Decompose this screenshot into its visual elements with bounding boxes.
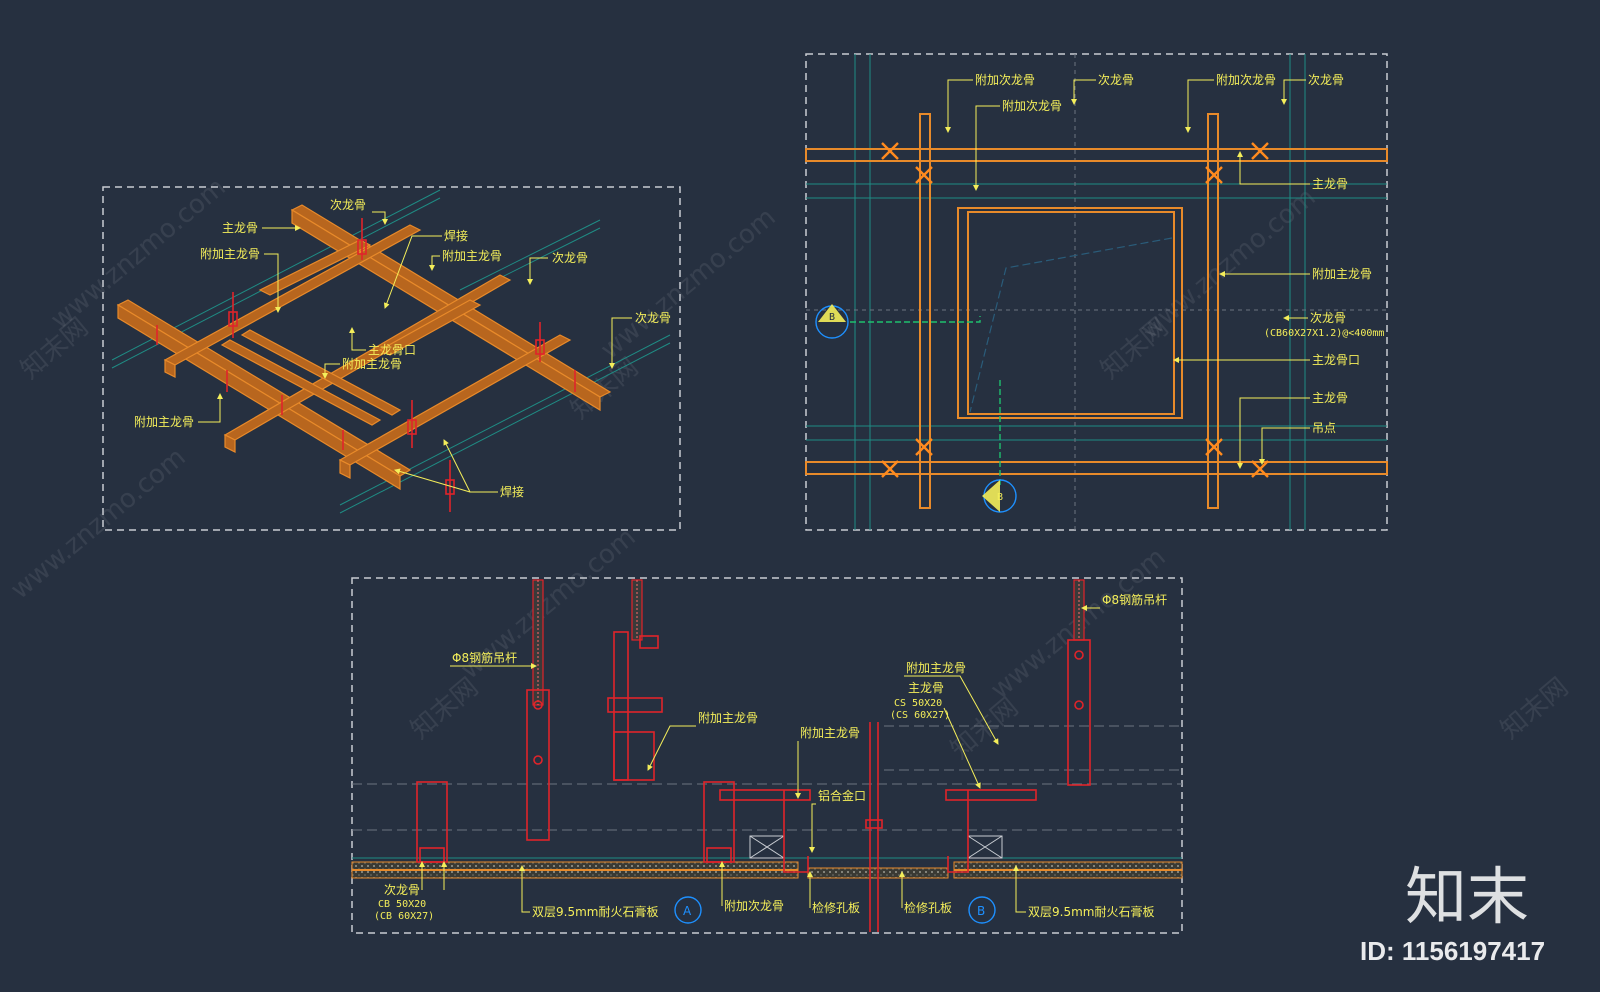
label-fujia-zhu-longgu: 附加主龙骨 <box>200 247 260 261</box>
section-annotations: Φ8钢筋吊杆 Φ8钢筋吊杆 附加主龙骨 附加主龙骨 铝合金口 附加主龙骨 主龙骨… <box>374 592 1167 922</box>
label-ci-longgu-spec: (CB 60X27) <box>374 911 434 922</box>
label-fujia-ci-longgu: 附加次龙骨 <box>1216 73 1276 87</box>
label-fujia-ci-longgu: 附加次龙骨 <box>724 899 784 913</box>
opening-outer <box>957 207 1183 419</box>
plan-annotations: 附加次龙骨 附加次龙骨 次龙骨 附加次龙骨 次龙骨 主龙骨 附加主龙骨 次龙骨 … <box>945 73 1384 469</box>
label-ci-longgu: 次龙骨 <box>552 251 588 265</box>
cross-runner-right <box>1207 113 1219 509</box>
plan-grid <box>806 54 1387 530</box>
watermark-text: 知末网 <box>405 672 484 745</box>
label-ci-longgu: 次龙骨 <box>635 311 671 325</box>
label-fujia-zhu-longgu: 附加主龙骨 <box>342 357 402 371</box>
label-zhu-longgu-kou: 主龙骨口 <box>1312 353 1360 367</box>
label-ci-longgu-spec: CB 50X20 <box>378 899 426 910</box>
label-zhu-longgu-spec: (CS 60X27) <box>890 710 950 721</box>
label-fujia-zhu-longgu: 附加主龙骨 <box>906 661 966 675</box>
main-runner-bottom <box>805 461 1388 475</box>
watermark-text: www.znzmo.com <box>595 202 781 365</box>
main-runner-top <box>805 148 1388 162</box>
beam <box>258 239 372 296</box>
label-fujia-ci-longgu: 附加次龙骨 <box>975 73 1035 87</box>
section-marker-a-label: A <box>683 904 692 918</box>
beam <box>220 339 382 426</box>
label-zhu-longgu: 主龙骨 <box>908 681 944 695</box>
label-shigao-ban: 双层9.5mm耐火石膏板 <box>532 904 658 919</box>
label-fujia-zhu-longgu: 附加主龙骨 <box>698 711 758 725</box>
section-marker-label: B <box>829 312 835 323</box>
label-lv-he-jin-kou: 铝合金口 <box>818 788 866 803</box>
gypsum-board <box>351 861 1183 879</box>
label-ci-longgu: 次龙骨 <box>330 198 366 212</box>
label-shigao-ban: 双层9.5mm耐火石膏板 <box>1028 904 1154 919</box>
label-ci-longgu: 次龙骨 <box>1310 311 1346 325</box>
beam <box>164 359 176 378</box>
label-ci-longgu: 次龙骨 <box>1308 73 1344 87</box>
beam <box>339 459 351 479</box>
section-marker-b-label: B <box>977 904 985 918</box>
label-gangjin-diaogan: Φ8钢筋吊杆 <box>452 650 517 665</box>
label-hanjie: 焊接 <box>500 484 524 499</box>
label-zhu-longgu-kou: 主龙骨口 <box>368 343 416 357</box>
hanger-brackets <box>526 631 1091 841</box>
brand-watermark: 知末 ID: 1156197417 <box>1360 860 1545 966</box>
plan-section-cuts: B B <box>815 304 1017 513</box>
label-fujia-zhu-longgu: 附加主龙骨 <box>134 415 194 429</box>
label-zhu-longgu-spec: CS 50X20 <box>894 698 942 709</box>
label-fujia-zhu-longgu: 附加主龙骨 <box>442 249 502 263</box>
label-zhu-longgu: 主龙骨 <box>1312 391 1348 405</box>
label-ci-longgu-spec: (CB60X27X1.2)@<400mm <box>1264 328 1384 339</box>
label-diao-dian: 吊点 <box>1312 421 1336 435</box>
plan-hanger-marks <box>881 142 1269 478</box>
brand-id: ID: 1156197417 <box>1360 936 1545 966</box>
watermark-layer: www.znzmo.com www.znzmo.com www.znzmo.co… <box>5 172 1574 765</box>
label-jianxiu-kongban: 检修孔板 <box>904 900 952 915</box>
beam <box>240 329 402 416</box>
label-gangjin-diaogan: Φ8钢筋吊杆 <box>1102 592 1167 607</box>
section-guides <box>352 725 1182 859</box>
label-ci-longgu: 次龙骨 <box>1098 73 1134 87</box>
beam <box>378 299 482 356</box>
label-ci-longgu: 次龙骨 <box>384 883 420 897</box>
opening-inner <box>967 211 1175 415</box>
plan-members <box>805 113 1388 509</box>
cross-runner-left <box>919 113 931 509</box>
section-frame <box>351 577 1183 934</box>
label-fujia-ci-longgu: 附加次龙骨 <box>1002 99 1062 113</box>
section-marker-label: B <box>997 492 1003 503</box>
plan-frame <box>805 53 1388 531</box>
label-fujia-zhu-longgu: 附加主龙骨 <box>800 726 860 740</box>
watermark-text: www.znzmo.com <box>5 442 191 605</box>
section-view: A B Φ8钢筋吊杆 Φ8钢筋吊杆 附加主龙骨 附加主龙骨 铝合金口 附加主龙骨… <box>351 577 1183 934</box>
iso-frame <box>102 186 681 531</box>
label-zhu-longgu: 主龙骨 <box>222 221 258 235</box>
watermark-text: 知末网 <box>1495 672 1574 745</box>
plan-view: B B 附加次龙骨 附加次龙骨 次龙骨 附加次龙骨 次龙骨 主龙骨 附加主龙骨 … <box>805 53 1388 531</box>
watermark-text: 知末网 <box>945 692 1024 765</box>
isometric-view: 次龙骨 主龙骨 附加主龙骨 焊接 附加主龙骨 次龙骨 次龙骨 主龙骨口 附加主龙… <box>102 186 681 531</box>
label-zhu-longgu: 主龙骨 <box>1312 177 1348 191</box>
watermark-text: www.znzmo.com <box>1135 182 1321 345</box>
brand-logo-text: 知末 <box>1405 860 1529 933</box>
beam <box>224 434 236 453</box>
label-hanjie: 焊接 <box>444 228 468 243</box>
section-marker-b <box>968 896 996 924</box>
section-marker-a <box>674 896 702 924</box>
iso-main-beams <box>116 204 612 491</box>
label-jianxiu-kongban: 检修孔板 <box>812 900 860 915</box>
label-fujia-zhu-longgu: 附加主龙骨 <box>1312 267 1372 281</box>
iso-annotations: 次龙骨 主龙骨 附加主龙骨 焊接 附加主龙骨 次龙骨 次龙骨 主龙骨口 附加主龙… <box>134 198 671 499</box>
